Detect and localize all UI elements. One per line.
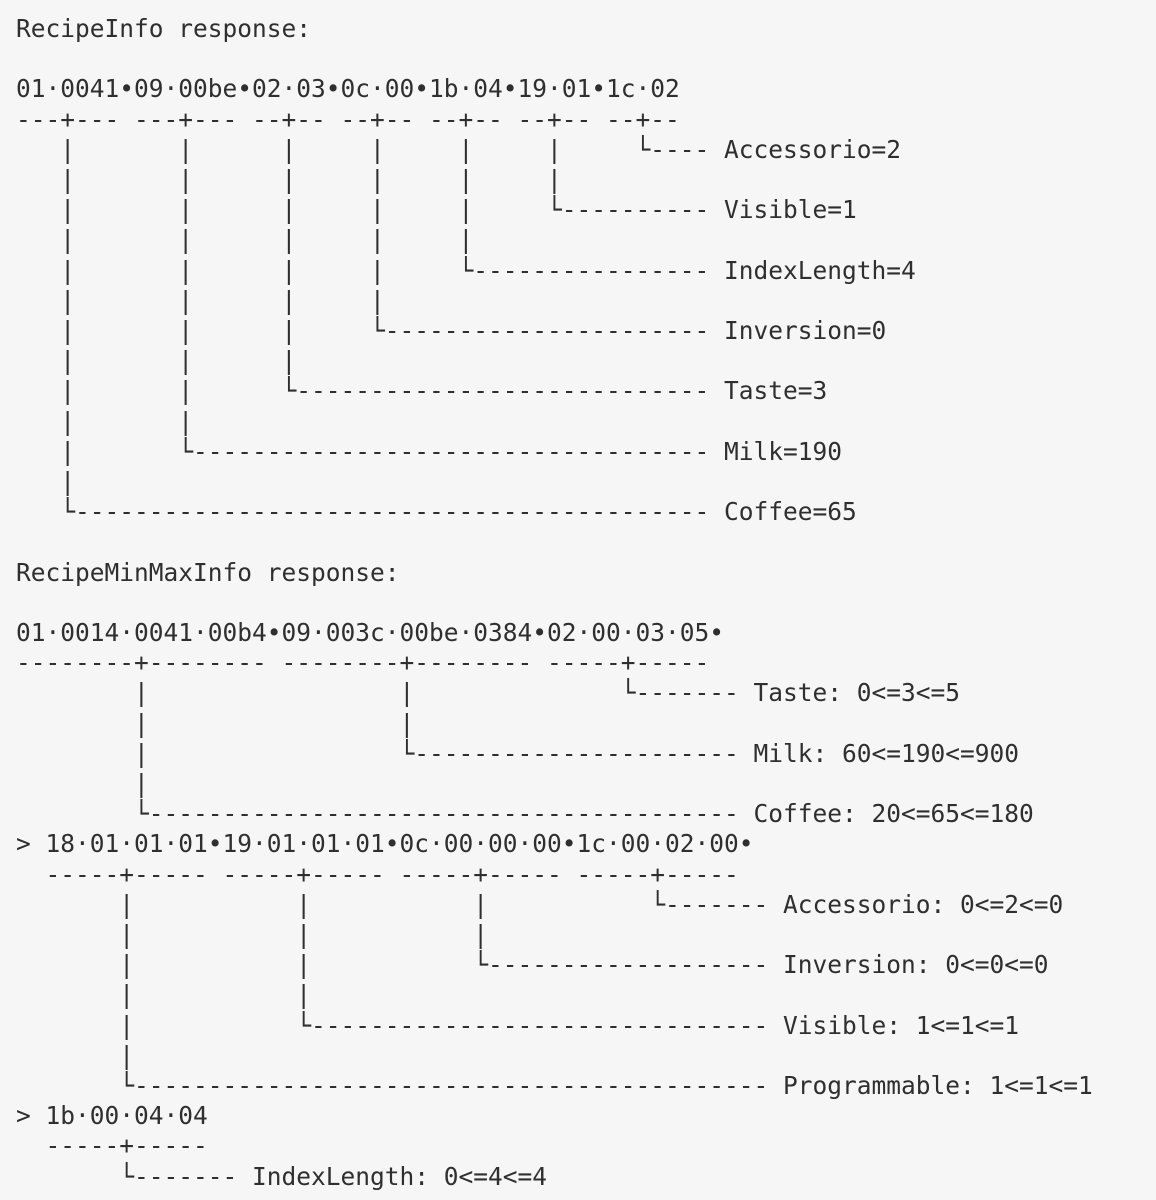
diagram-line: > 18·01·01·01•19·01·01·01•0c·00·00·00•1c… bbox=[16, 829, 754, 859]
diagram-line: | | | └---------------------- Inversion=… bbox=[16, 316, 887, 345]
diagram-line: | | bbox=[16, 708, 415, 738]
diagram-line: RecipeInfo response: bbox=[16, 14, 312, 43]
diagram-line: └---------------------------------------… bbox=[16, 497, 857, 527]
diagram-line: | └----------------------------------- M… bbox=[16, 436, 843, 466]
diagram-line: | bbox=[16, 1040, 135, 1070]
diagram-line: | | | | bbox=[16, 285, 385, 315]
diagram-line: | | | | | | └---- Accessorio=2 bbox=[16, 134, 902, 164]
diagram-line: 01·0041•09·00be•02·03•0c·00•1b·04•19·01•… bbox=[16, 74, 680, 104]
diagram-line: ---+--- ---+--- --+-- --+-- --+-- --+-- … bbox=[16, 104, 680, 134]
diagram-line: | | | | | | bbox=[16, 165, 562, 194]
diagram-line: | | | └------- Accessorio: 0<=2<=0 bbox=[16, 889, 1064, 919]
diagram-line: | | └------------------- Inversion: 0<=0… bbox=[16, 950, 1049, 980]
diagram-line: | bbox=[16, 769, 149, 798]
diagram-line: └------- IndexLength: 0<=4<=4 bbox=[16, 1161, 548, 1191]
diagram-line: | bbox=[16, 467, 76, 496]
diagram-line: | | bbox=[16, 980, 312, 1010]
diagram-line: | | └------- Taste: 0<=3<=5 bbox=[16, 678, 961, 708]
diagram-line: | └------------------------------- Visib… bbox=[16, 1010, 1020, 1040]
diagram-line: | └---------------------- Milk: 60<=190<… bbox=[16, 738, 1020, 768]
diagram-line: | | bbox=[16, 406, 194, 436]
diagram-line: RecipeMinMaxInfo response: bbox=[16, 557, 400, 587]
diagram-line: | | | | └---------------- IndexLength=4 bbox=[16, 255, 916, 285]
diagram-line: 01·0014·0041·00b4•09·003c·00be·0384•02·0… bbox=[16, 618, 725, 647]
diagram-line: | | | bbox=[16, 346, 297, 376]
diagram-line: | | | | | └---------- Visible=1 bbox=[16, 195, 857, 225]
diagram-line: | | └---------------------------- Taste=… bbox=[16, 376, 828, 406]
diagram-line: --------+-------- --------+-------- ----… bbox=[16, 648, 710, 678]
diagram-line: └---------------------------------------… bbox=[16, 799, 1034, 829]
diagram-line: | | | bbox=[16, 920, 489, 949]
diagram-line: | | | | | bbox=[16, 225, 474, 255]
diagram-line: > 1b·00·04·04 bbox=[16, 1101, 208, 1131]
diagram-line: -----+----- -----+----- -----+----- ----… bbox=[16, 859, 739, 889]
diagram-line: └---------------------------------------… bbox=[16, 1071, 1093, 1100]
diagram-line: -----+----- bbox=[16, 1131, 208, 1161]
